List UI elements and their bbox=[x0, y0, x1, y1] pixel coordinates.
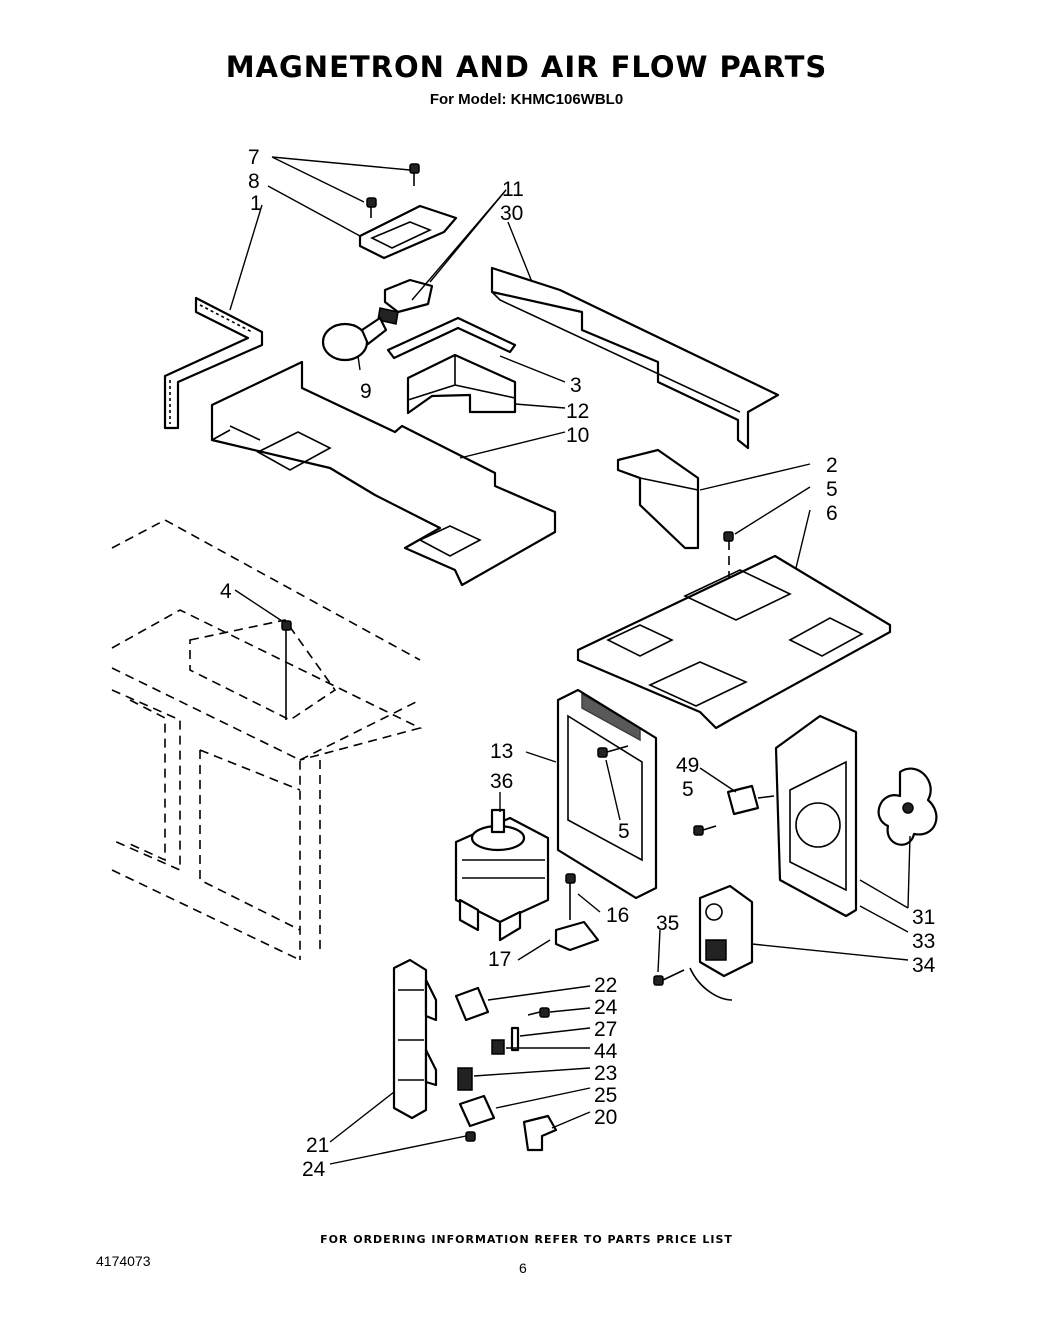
part-screw-5a bbox=[723, 531, 734, 542]
callout-36: 36 bbox=[490, 770, 513, 793]
part-latch-bracket bbox=[392, 958, 438, 1120]
callout-8: 8 bbox=[248, 170, 260, 193]
callout-1: 1 bbox=[250, 192, 262, 215]
callout-33: 33 bbox=[912, 930, 935, 953]
callout-12: 12 bbox=[566, 400, 589, 423]
part-fan-bracket bbox=[774, 714, 858, 918]
part-screw-24a bbox=[527, 1007, 550, 1018]
callout-30: 30 bbox=[500, 202, 523, 225]
part-thermal-switch bbox=[726, 784, 775, 816]
oven-cavity-outline bbox=[111, 519, 423, 961]
callout-17: 17 bbox=[488, 948, 511, 971]
callout-21: 21 bbox=[306, 1134, 329, 1157]
part-screw-35 bbox=[653, 969, 685, 986]
part-lever-20 bbox=[522, 1114, 558, 1152]
model-subtitle: For Model: KHMC106WBL0 bbox=[429, 91, 624, 108]
callout-labels: 7 8 1 11 30 9 3 12 10 2 5 6 4 13 36 5 49… bbox=[220, 146, 936, 1181]
callout-9: 9 bbox=[360, 380, 372, 403]
callout-35: 35 bbox=[656, 912, 679, 935]
part-screw-5b bbox=[597, 745, 629, 758]
part-lamp-bulb bbox=[321, 316, 388, 362]
part-lamp-socket bbox=[377, 278, 434, 325]
part-screw-24b bbox=[465, 1131, 476, 1142]
part-screw-16 bbox=[565, 873, 576, 920]
document-number: 4174073 bbox=[96, 1253, 151, 1269]
part-switch-22 bbox=[454, 986, 490, 1022]
callout-7: 7 bbox=[248, 146, 260, 169]
page-number: 6 bbox=[519, 1260, 527, 1276]
part-gasket-strip bbox=[163, 296, 264, 430]
part-screw-7b bbox=[366, 197, 377, 218]
callout-4: 4 bbox=[220, 580, 232, 603]
part-screw-4 bbox=[281, 620, 292, 631]
part-duct bbox=[406, 353, 517, 415]
callout-34: 34 bbox=[912, 954, 936, 977]
callout-25: 25 bbox=[594, 1084, 617, 1107]
callout-5-right: 5 bbox=[682, 778, 694, 801]
callout-3: 3 bbox=[570, 374, 582, 397]
part-socket-bracket bbox=[358, 204, 458, 260]
callout-27: 27 bbox=[594, 1018, 617, 1041]
part-screw-7a bbox=[409, 163, 420, 186]
part-fan-motor bbox=[689, 884, 754, 1001]
part-seal-strip bbox=[386, 316, 517, 360]
callout-6: 6 bbox=[826, 502, 838, 525]
callout-24-top: 24 bbox=[594, 996, 618, 1019]
part-waveguide-panel bbox=[556, 688, 658, 900]
part-thermal-cutout bbox=[554, 920, 600, 952]
part-screw-5c bbox=[693, 825, 717, 836]
part-fan-blade bbox=[877, 767, 938, 846]
callout-23: 23 bbox=[594, 1062, 617, 1085]
part-magnetron bbox=[454, 808, 550, 942]
page-title: MAGNETRON AND AIR FLOW PARTS bbox=[225, 50, 828, 84]
part-air-flow-plate bbox=[210, 360, 557, 587]
leader-lines bbox=[229, 156, 911, 1165]
callout-5-top: 5 bbox=[826, 478, 838, 501]
part-actuator-44 bbox=[491, 1039, 505, 1055]
callout-2: 2 bbox=[826, 454, 838, 477]
part-switch-block-23 bbox=[457, 1067, 473, 1091]
callout-16: 16 bbox=[606, 904, 629, 927]
part-pin-27 bbox=[510, 1026, 520, 1052]
callout-49: 49 bbox=[676, 754, 699, 777]
ordering-note: FOR ORDERING INFORMATION REFER TO PARTS … bbox=[320, 1233, 733, 1246]
part-duct-piece bbox=[616, 448, 700, 550]
callout-44: 44 bbox=[594, 1040, 618, 1063]
callout-11: 11 bbox=[502, 178, 524, 201]
callout-22: 22 bbox=[594, 974, 617, 997]
callout-5-panel: 5 bbox=[618, 820, 630, 843]
callout-31: 31 bbox=[912, 906, 935, 929]
part-switch-25 bbox=[458, 1094, 496, 1128]
callout-20: 20 bbox=[594, 1106, 617, 1129]
part-top-cover bbox=[576, 554, 892, 730]
callout-24-bottom: 24 bbox=[302, 1158, 326, 1181]
part-air-guide bbox=[490, 266, 780, 450]
callout-13: 13 bbox=[490, 740, 513, 763]
callout-10: 10 bbox=[566, 424, 589, 447]
